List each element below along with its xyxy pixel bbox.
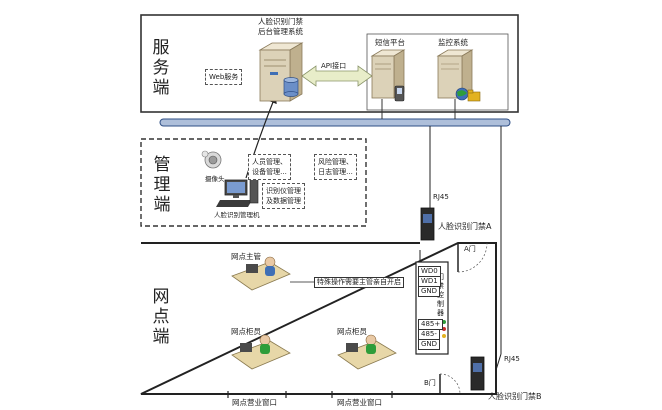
camera-label: 摄像头 <box>205 175 225 183</box>
camera-icon <box>201 150 222 169</box>
computer-label: 人脸识别管理机 <box>214 211 260 219</box>
computer-icon <box>216 176 259 207</box>
management-zone-frame <box>140 138 367 227</box>
door-a-swing <box>457 242 488 273</box>
risk-log-box: 风险管理、 日志管理... <box>314 154 357 180</box>
rj45-b-label: RJ45 <box>504 355 520 363</box>
server-zone-label: 服务端 <box>152 38 170 98</box>
port-gnd-2: GND <box>418 339 441 350</box>
teller-2-workstation-icon <box>337 334 397 370</box>
database-icon <box>283 77 299 97</box>
door-b-swing <box>439 373 461 395</box>
window-markers <box>227 391 393 398</box>
window-1-label: 网点营业窗口 <box>232 398 277 407</box>
door-b-label: B门 <box>424 379 436 387</box>
folder-icon <box>467 89 481 102</box>
gate-a-label: 人脸识别门禁A <box>438 222 492 231</box>
branch-zone-label: 网点端 <box>152 287 170 347</box>
globe-icon <box>455 87 469 101</box>
door-a-label: A门 <box>464 245 476 253</box>
rj45-a-label: RJ45 <box>433 193 449 201</box>
web-service-box: Web服务 <box>205 69 243 85</box>
supervisor-label: 网点主管 <box>231 252 261 261</box>
personnel-device-box: 人员管理、 设备管理... <box>248 154 291 180</box>
network-bus <box>159 118 511 127</box>
backend-title-line-1: 人脸识别门禁 <box>258 17 303 26</box>
recognizer-data-box: 识别仪管理 及数据管理 <box>262 183 305 209</box>
backend-server-icon <box>258 42 304 102</box>
management-zone-label: 管理端 <box>153 155 171 215</box>
sms-platform-label: 短信平台 <box>375 38 405 47</box>
window-2-label: 网点营业窗口 <box>337 398 382 407</box>
teller-2-label: 网点柜员 <box>337 327 367 336</box>
api-label: API接口 <box>321 62 347 70</box>
teller-1-workstation-icon <box>231 334 291 370</box>
port-gnd-1: GND <box>418 286 441 297</box>
special-op-note: 特殊操作需要主管亲自开启 <box>314 277 404 288</box>
supervisor-workstation-icon <box>231 256 291 291</box>
gate-b-device-icon <box>470 356 485 391</box>
teller-1-label: 网点柜员 <box>231 327 261 336</box>
sms-server-icon <box>370 49 406 99</box>
gate-b-cable-bottom <box>495 353 502 371</box>
mobile-phone-icon <box>394 85 405 102</box>
monitoring-server-icon <box>436 49 474 99</box>
server-zone-frame <box>140 14 519 113</box>
gate-b-label: 人脸识别门禁B <box>488 392 542 401</box>
gate-a-device-icon <box>420 207 435 241</box>
backend-title-line-2: 后台管理系统 <box>258 27 303 36</box>
monitoring-label: 监控系统 <box>438 38 468 47</box>
